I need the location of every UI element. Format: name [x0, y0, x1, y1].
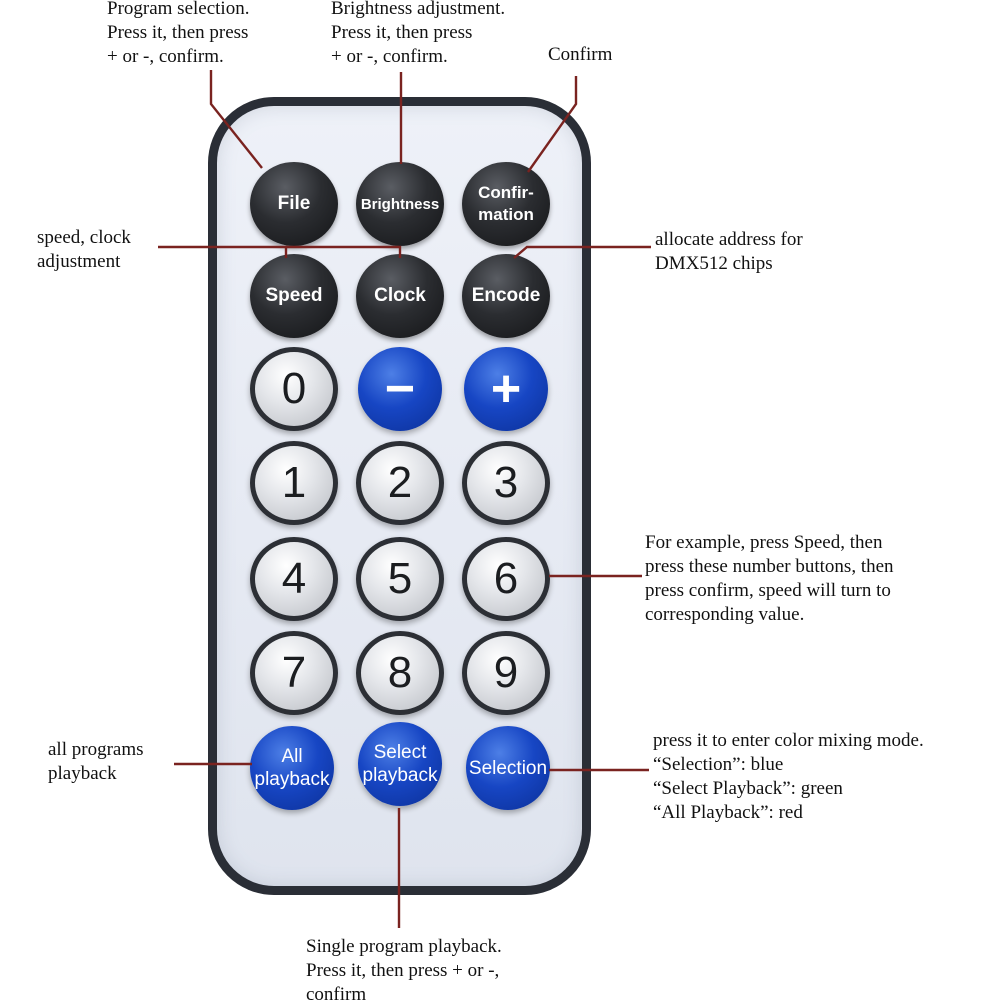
digit-1-label: 1 [281, 458, 307, 507]
selection-label: Selection [468, 757, 548, 779]
select-playback-button[interactable]: Select playback [358, 722, 442, 806]
digit-6-button[interactable]: 6 [462, 537, 550, 621]
digit-0-label: 0 [281, 364, 307, 413]
confirmation-button[interactable]: Confir- mation [462, 162, 550, 246]
note-program-selection: Program selection. Press it, then press … [107, 0, 250, 67]
digit-8-button[interactable]: 8 [356, 631, 444, 715]
digit-1-button[interactable]: 1 [250, 441, 338, 525]
selection-button[interactable]: Selection [466, 726, 550, 810]
speed-button-label: Speed [265, 285, 323, 306]
digit-7-label: 7 [281, 648, 307, 697]
digit-9-label: 9 [493, 648, 519, 697]
note-number-example: For example, press Speed, then press the… [645, 532, 894, 625]
brightness-button[interactable]: Brightness [356, 162, 444, 246]
file-button[interactable]: File [250, 162, 338, 246]
speed-button[interactable]: Speed [250, 254, 338, 338]
digit-5-button[interactable]: 5 [356, 537, 444, 621]
clock-button[interactable]: Clock [356, 254, 444, 338]
all-playback-label: All playback [254, 746, 330, 790]
plus-button[interactable]: + [464, 347, 548, 431]
digit-7-button[interactable]: 7 [250, 631, 338, 715]
select-playback-label: Select playback [362, 742, 438, 786]
digit-6-label: 6 [493, 554, 519, 603]
digit-9-button[interactable]: 9 [462, 631, 550, 715]
note-dmx-address: allocate address for DMX512 chips [655, 229, 803, 274]
note-single-program: Single program playback. Press it, then … [306, 936, 502, 1005]
digit-3-label: 3 [493, 458, 519, 507]
plus-label: + [490, 360, 522, 418]
note-brightness-adjustment: Brightness adjustment. Press it, then pr… [331, 0, 506, 67]
all-playback-button[interactable]: All playback [250, 726, 334, 810]
encode-button-label: Encode [471, 285, 541, 306]
clock-button-label: Clock [374, 285, 426, 306]
brightness-button-label: Brightness [360, 195, 440, 213]
note-speed-clock: speed, clock adjustment [37, 227, 131, 272]
digit-0-button[interactable]: 0 [250, 347, 338, 431]
confirmation-button-label: Confir- mation [478, 183, 534, 224]
digit-2-label: 2 [387, 458, 413, 507]
note-confirm: Confirm [548, 44, 613, 65]
digit-2-button[interactable]: 2 [356, 441, 444, 525]
digit-3-button[interactable]: 3 [462, 441, 550, 525]
minus-label: − [384, 360, 416, 418]
note-color-mixing: press it to enter color mixing mode. “Se… [653, 730, 924, 823]
note-all-programs: all programs playback [48, 739, 144, 784]
digit-5-label: 5 [387, 554, 413, 603]
digit-8-label: 8 [387, 648, 413, 697]
digit-4-button[interactable]: 4 [250, 537, 338, 621]
file-button-label: File [277, 193, 311, 214]
minus-button[interactable]: − [358, 347, 442, 431]
encode-button[interactable]: Encode [462, 254, 550, 338]
digit-4-label: 4 [281, 554, 307, 603]
